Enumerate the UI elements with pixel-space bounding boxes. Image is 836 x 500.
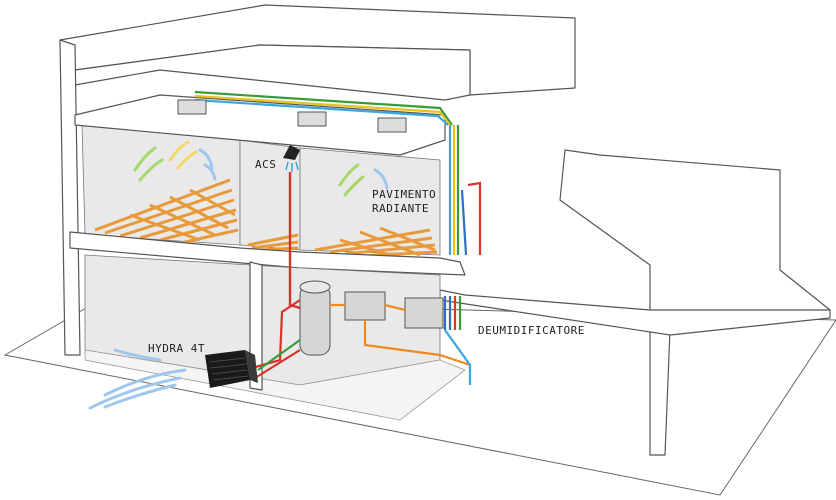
heat-pump-unit xyxy=(205,350,258,388)
right-wing-slab xyxy=(439,289,831,336)
lower-pipes xyxy=(244,299,472,385)
outdoor-air-flow xyxy=(88,348,187,410)
shower-icon xyxy=(283,145,300,172)
storage-tank xyxy=(299,280,331,356)
right-wing-wall xyxy=(559,149,831,456)
label-acs: ACS xyxy=(255,158,276,171)
label-radiante: RADIANTE xyxy=(372,202,429,215)
label-hydra: HYDRA 4T xyxy=(148,342,205,355)
upper-roof-slab xyxy=(74,44,471,101)
upper-back-room-right xyxy=(299,147,441,256)
floor-heating-coils xyxy=(94,178,438,260)
lower-floor xyxy=(84,349,466,421)
label-pavimento: PAVIMENTO xyxy=(372,188,436,201)
label-deumidificatore: DEUMIDIFICATORE xyxy=(478,324,585,337)
left-wall xyxy=(59,39,81,356)
pipe-risers xyxy=(443,125,482,330)
ceiling-fan-coils xyxy=(177,99,407,133)
intermediate-floor-slab xyxy=(69,231,466,276)
dehumidifier-unit xyxy=(344,291,444,329)
ceiling-pipes xyxy=(194,90,453,126)
air-flow-icon xyxy=(133,140,389,197)
acs-pipe xyxy=(288,172,301,310)
